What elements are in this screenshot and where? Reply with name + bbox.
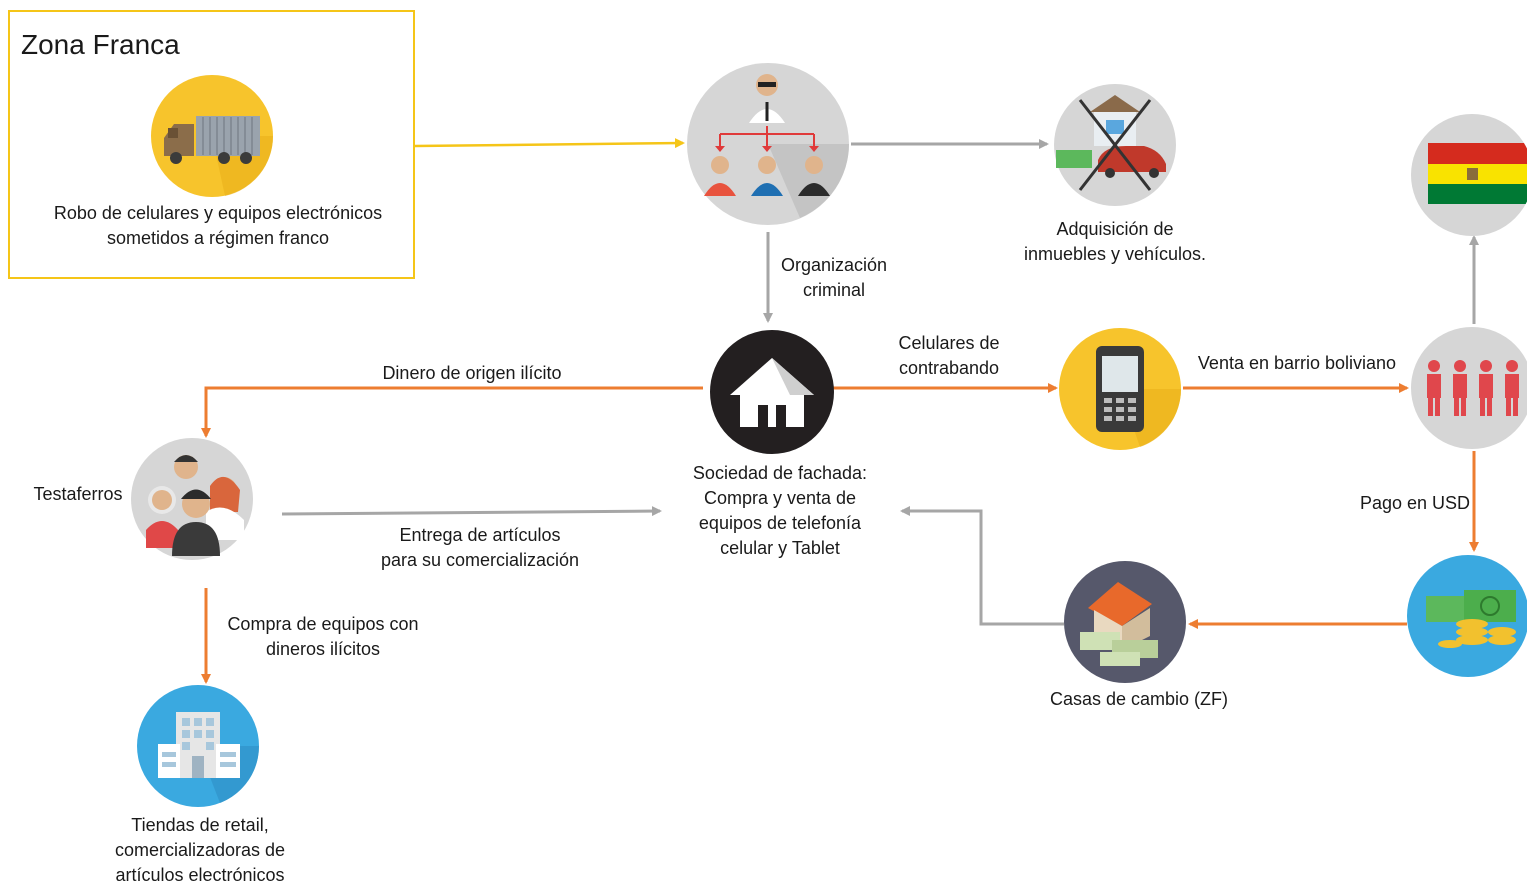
edge-label-celulares-contrabando: Celulares de contrabando <box>898 333 1000 378</box>
exchange-caption: Casas de cambio (ZF) <box>1049 689 1229 709</box>
truck-icon <box>151 75 274 197</box>
people-group-icon <box>1411 327 1527 449</box>
edge-label-pago-usd: Pago en USD <box>1359 493 1471 513</box>
zona-franca-box <box>8 10 415 279</box>
arrow-testaferros-to-front <box>281 506 662 517</box>
bolivia-flag-icon <box>1411 114 1527 236</box>
money-coins-icon <box>1407 555 1527 677</box>
house-money-icon <box>1064 561 1186 683</box>
edge-label-compra-equipos: Compra de equipos con dineros ilícitos <box>227 614 419 659</box>
edge-label-venta-barrio: Venta en barrio boliviano <box>1197 353 1397 373</box>
assets-caption: Adquisición de inmuebles y vehículos. <box>1023 219 1207 264</box>
zona-franca-title: Zona Franca <box>21 29 180 60</box>
house-car-crossed-icon <box>1054 84 1176 206</box>
arrow-zone-to-organization <box>414 138 685 149</box>
people-icon <box>131 438 253 560</box>
edge-label-organizacion-criminal: Organización criminal <box>780 255 888 300</box>
arrow-front-to-testaferros <box>201 386 703 438</box>
edge-label-entrega-articulos: Entrega de artículos para su comercializ… <box>380 525 580 570</box>
mobile-phone-icon <box>1059 328 1182 450</box>
retail-caption: Tiendas de retail, comercializadoras de … <box>114 815 286 885</box>
zona-franca-caption: Robo de celulares y equipos electrónicos… <box>53 203 383 248</box>
edge-label-dinero-ilicito: Dinero de origen ilícito <box>382 363 562 383</box>
org-chart-icon <box>687 63 849 225</box>
building-icon <box>137 685 260 807</box>
testaferros-caption: Testaferros <box>33 484 123 504</box>
arrow-exchange-to-front <box>900 506 1064 626</box>
house-icon <box>710 330 834 454</box>
front-company-caption: Sociedad de fachada: Compra y venta de e… <box>692 463 868 558</box>
